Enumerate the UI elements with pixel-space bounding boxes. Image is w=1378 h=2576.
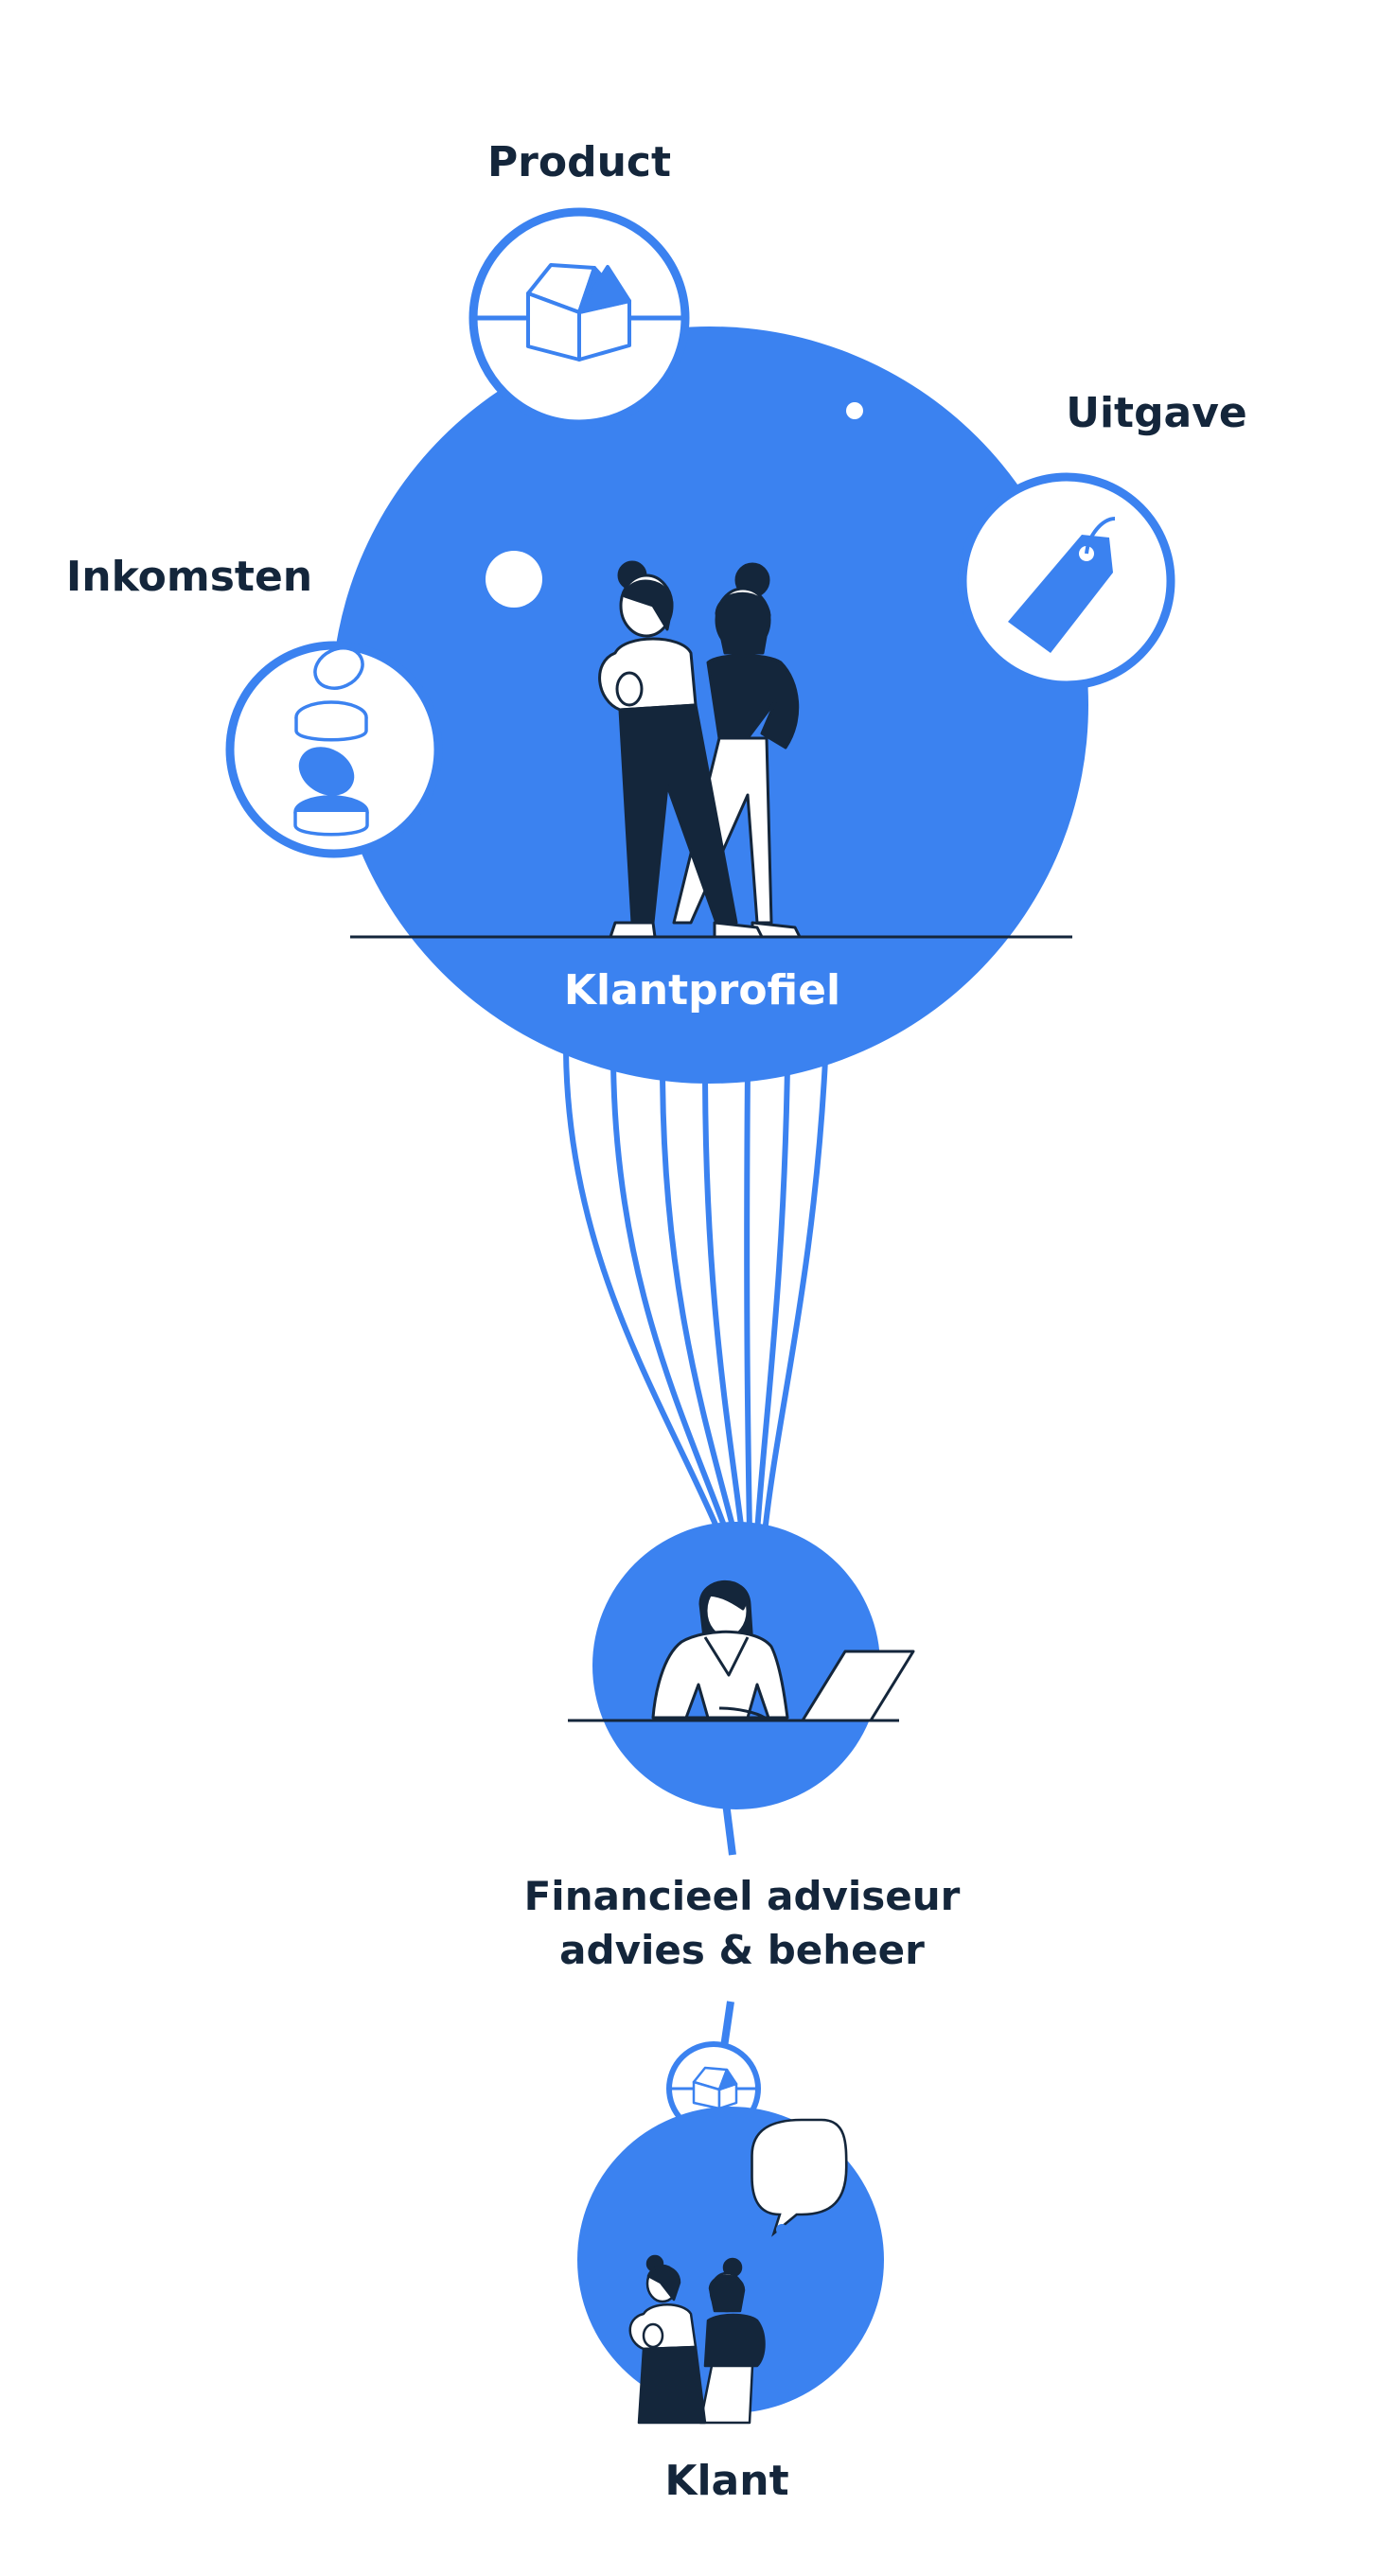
speech-bubble-icon [744,2118,848,2237]
klant-label: Klant [664,2457,789,2505]
two-women-small-icon [628,2254,766,2425]
inkomsten-label: Inkomsten [65,553,313,601]
adviseur-label-line2: advies & beheer [559,1927,925,1973]
uitgave-label: Uitgave [1066,389,1247,437]
decor-dot-large [486,551,542,608]
small-house-icon [692,2066,738,2110]
house-icon [526,263,631,362]
klantprofiel-label: Klantprofiel [563,966,841,1015]
woman-laptop-icon [568,1579,915,1722]
two-women-icon [598,560,802,939]
flow-lines [563,1048,828,1536]
connector-adviseur-label [722,1802,736,1856]
decor-dot-small [846,402,863,419]
adviseur-label-line1: Financieel adviseur [523,1873,961,1919]
price-tag-icon [1008,517,1116,653]
coins-icon [293,646,369,837]
klantprofiel-circle [331,326,1088,1084]
product-label: Product [486,138,672,186]
inkomsten-circle [225,641,443,858]
